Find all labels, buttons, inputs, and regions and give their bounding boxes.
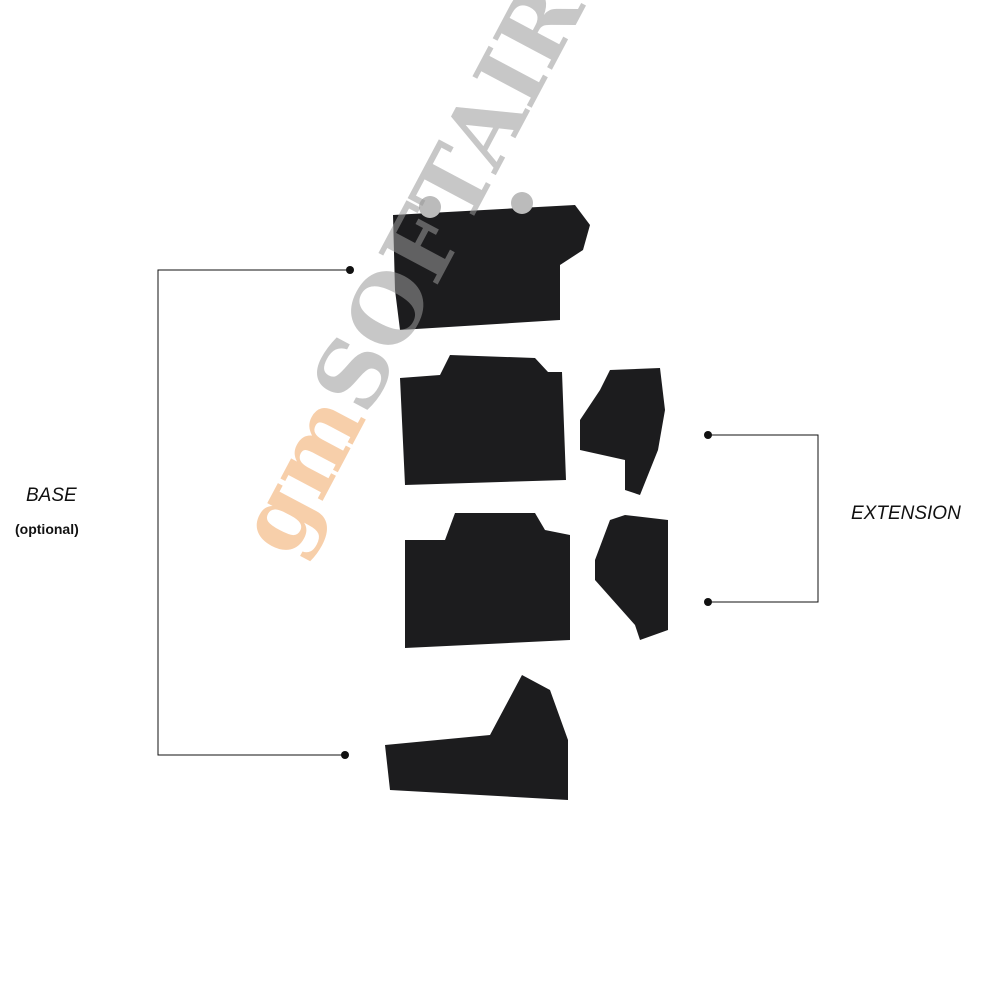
pointer-dot	[341, 751, 349, 759]
extension-bracket-line	[708, 434, 819, 603]
base-label: BASE	[26, 485, 77, 506]
pointer-dot	[704, 598, 712, 606]
extension-part-2	[595, 515, 668, 640]
screw-icon	[511, 192, 533, 214]
screw-icon	[419, 196, 441, 218]
extension-label: EXTENSION	[851, 503, 961, 524]
base-part-3	[405, 513, 570, 648]
extension-part-1	[580, 368, 665, 495]
base-part-top	[393, 205, 590, 330]
base-part-bottom	[385, 675, 568, 800]
base-part-2	[400, 355, 566, 485]
base-optional-note: (optional)	[15, 521, 79, 537]
base-bracket-line	[157, 269, 350, 756]
pointer-dot	[346, 266, 354, 274]
pointer-dot	[704, 431, 712, 439]
